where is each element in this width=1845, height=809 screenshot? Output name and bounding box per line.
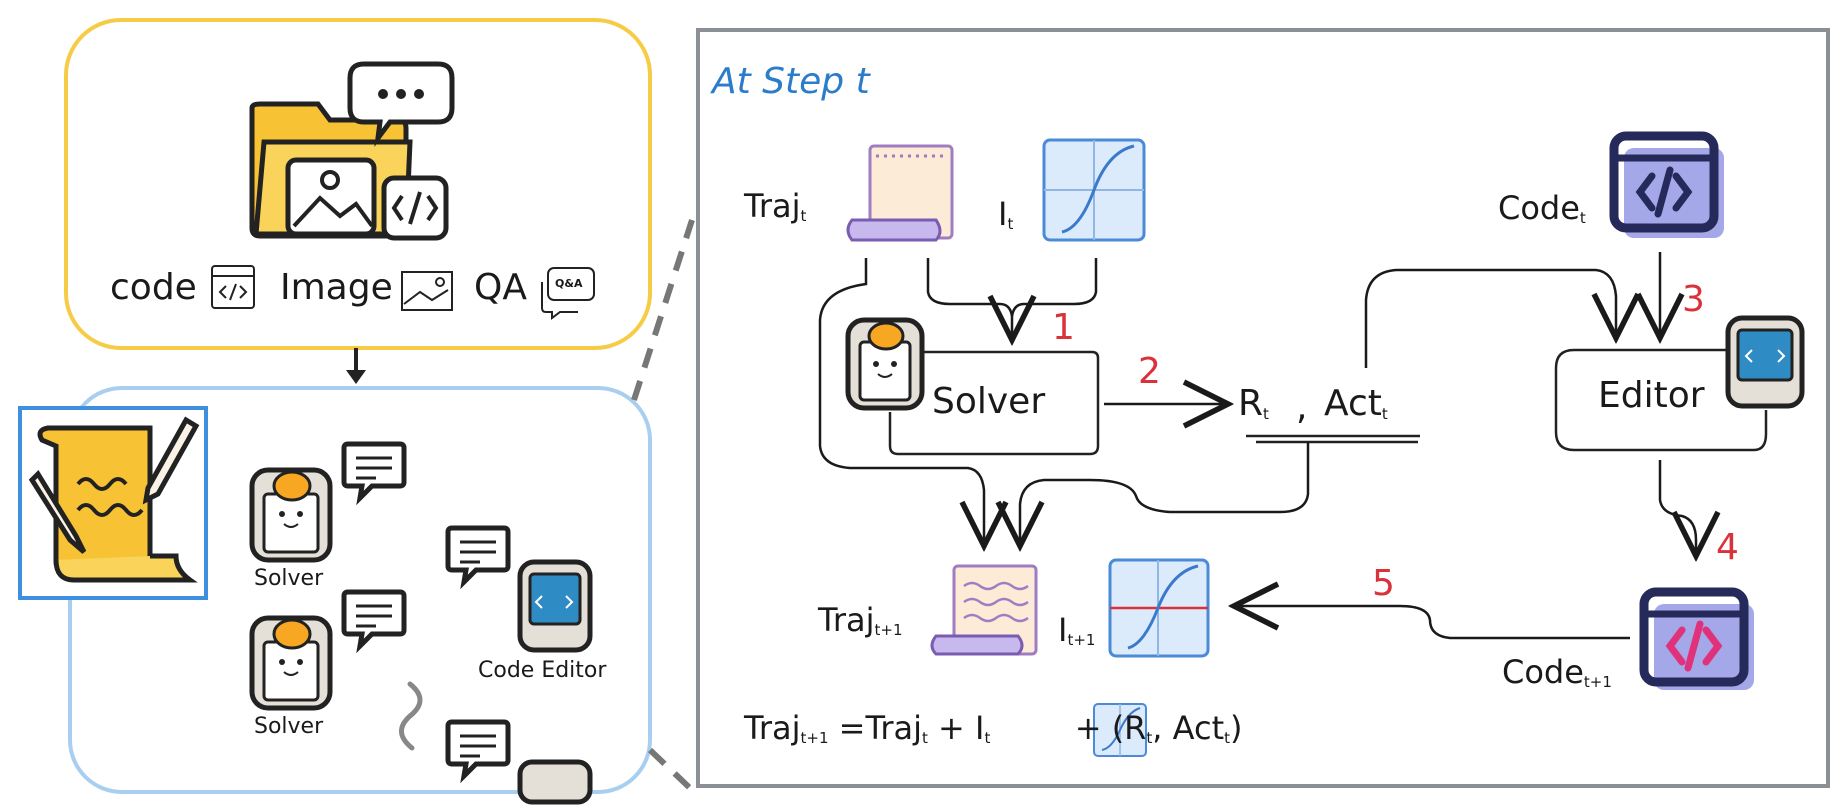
agent-label-solver-1: Solver bbox=[254, 566, 324, 591]
image-next-label: It+1 bbox=[1058, 611, 1096, 649]
reward-label: Rt bbox=[1238, 383, 1269, 424]
agent-label-solver-2: Solver bbox=[254, 714, 324, 739]
code-window-icon bbox=[211, 265, 255, 309]
code-next-label: Codet+1 bbox=[1502, 653, 1612, 691]
trajectory-scroll-icon bbox=[930, 564, 1038, 656]
code-t-label: Codet bbox=[1498, 189, 1586, 227]
code-editor-robot-icon bbox=[1725, 315, 1805, 409]
plot-icon bbox=[1093, 703, 1147, 757]
update-formula: Trajt+1 =Trajt + It + (Rt, Actt) bbox=[744, 709, 1243, 747]
step-number-1: 1 bbox=[1052, 307, 1075, 348]
chat-bubble-icon bbox=[341, 589, 407, 654]
code-editor-robot-icon bbox=[445, 525, 593, 653]
step-number-2: 2 bbox=[1138, 351, 1161, 392]
traj-next-label: Trajt+1 bbox=[818, 601, 903, 639]
solver-robot-icon bbox=[249, 467, 333, 563]
squiggle bbox=[399, 681, 423, 751]
plot-icon bbox=[1042, 138, 1146, 242]
folder-icon bbox=[249, 61, 455, 241]
editor-label: Editor bbox=[1598, 375, 1705, 416]
editor-box bbox=[1554, 348, 1768, 452]
step-frame bbox=[696, 28, 1830, 788]
step-title: At Step t bbox=[712, 61, 870, 102]
agent-label-code-editor: Code Editor bbox=[478, 658, 607, 683]
flow-connectors bbox=[818, 252, 1696, 640]
qa-icon-text: Q&A bbox=[555, 277, 583, 290]
zoom-line bbox=[631, 219, 695, 401]
solver-robot-icon bbox=[249, 615, 333, 711]
code-window-icon bbox=[1609, 131, 1724, 238]
image-icon bbox=[401, 271, 453, 311]
chat-bubble-icon bbox=[341, 441, 407, 506]
input-type-image: Image bbox=[280, 267, 393, 308]
output-underline bbox=[1246, 434, 1420, 444]
input-type-code: code bbox=[110, 267, 197, 308]
qa-chat-icon bbox=[541, 267, 595, 320]
input-type-qa: QA bbox=[474, 267, 527, 308]
solver-robot-icon bbox=[845, 317, 925, 411]
traj-t-label: Trajt bbox=[744, 187, 807, 225]
step-number-4: 4 bbox=[1716, 527, 1739, 568]
step-number-5: 5 bbox=[1372, 563, 1395, 604]
solver-box bbox=[888, 350, 1100, 456]
image-t-label: It bbox=[998, 195, 1014, 233]
scroll-pen-icon bbox=[18, 406, 208, 600]
code-editor-robot-partial bbox=[517, 759, 593, 805]
code-window-icon bbox=[1639, 587, 1754, 690]
solver-label: Solver bbox=[932, 381, 1046, 422]
action-label: Actt bbox=[1324, 383, 1388, 424]
chat-bubble-icon bbox=[445, 719, 511, 784]
zoom-line bbox=[647, 747, 695, 793]
separator-comma: , bbox=[1296, 387, 1308, 428]
trajectory-scroll-icon bbox=[846, 144, 954, 242]
plot-icon bbox=[1108, 558, 1210, 658]
step-number-3: 3 bbox=[1682, 279, 1705, 320]
